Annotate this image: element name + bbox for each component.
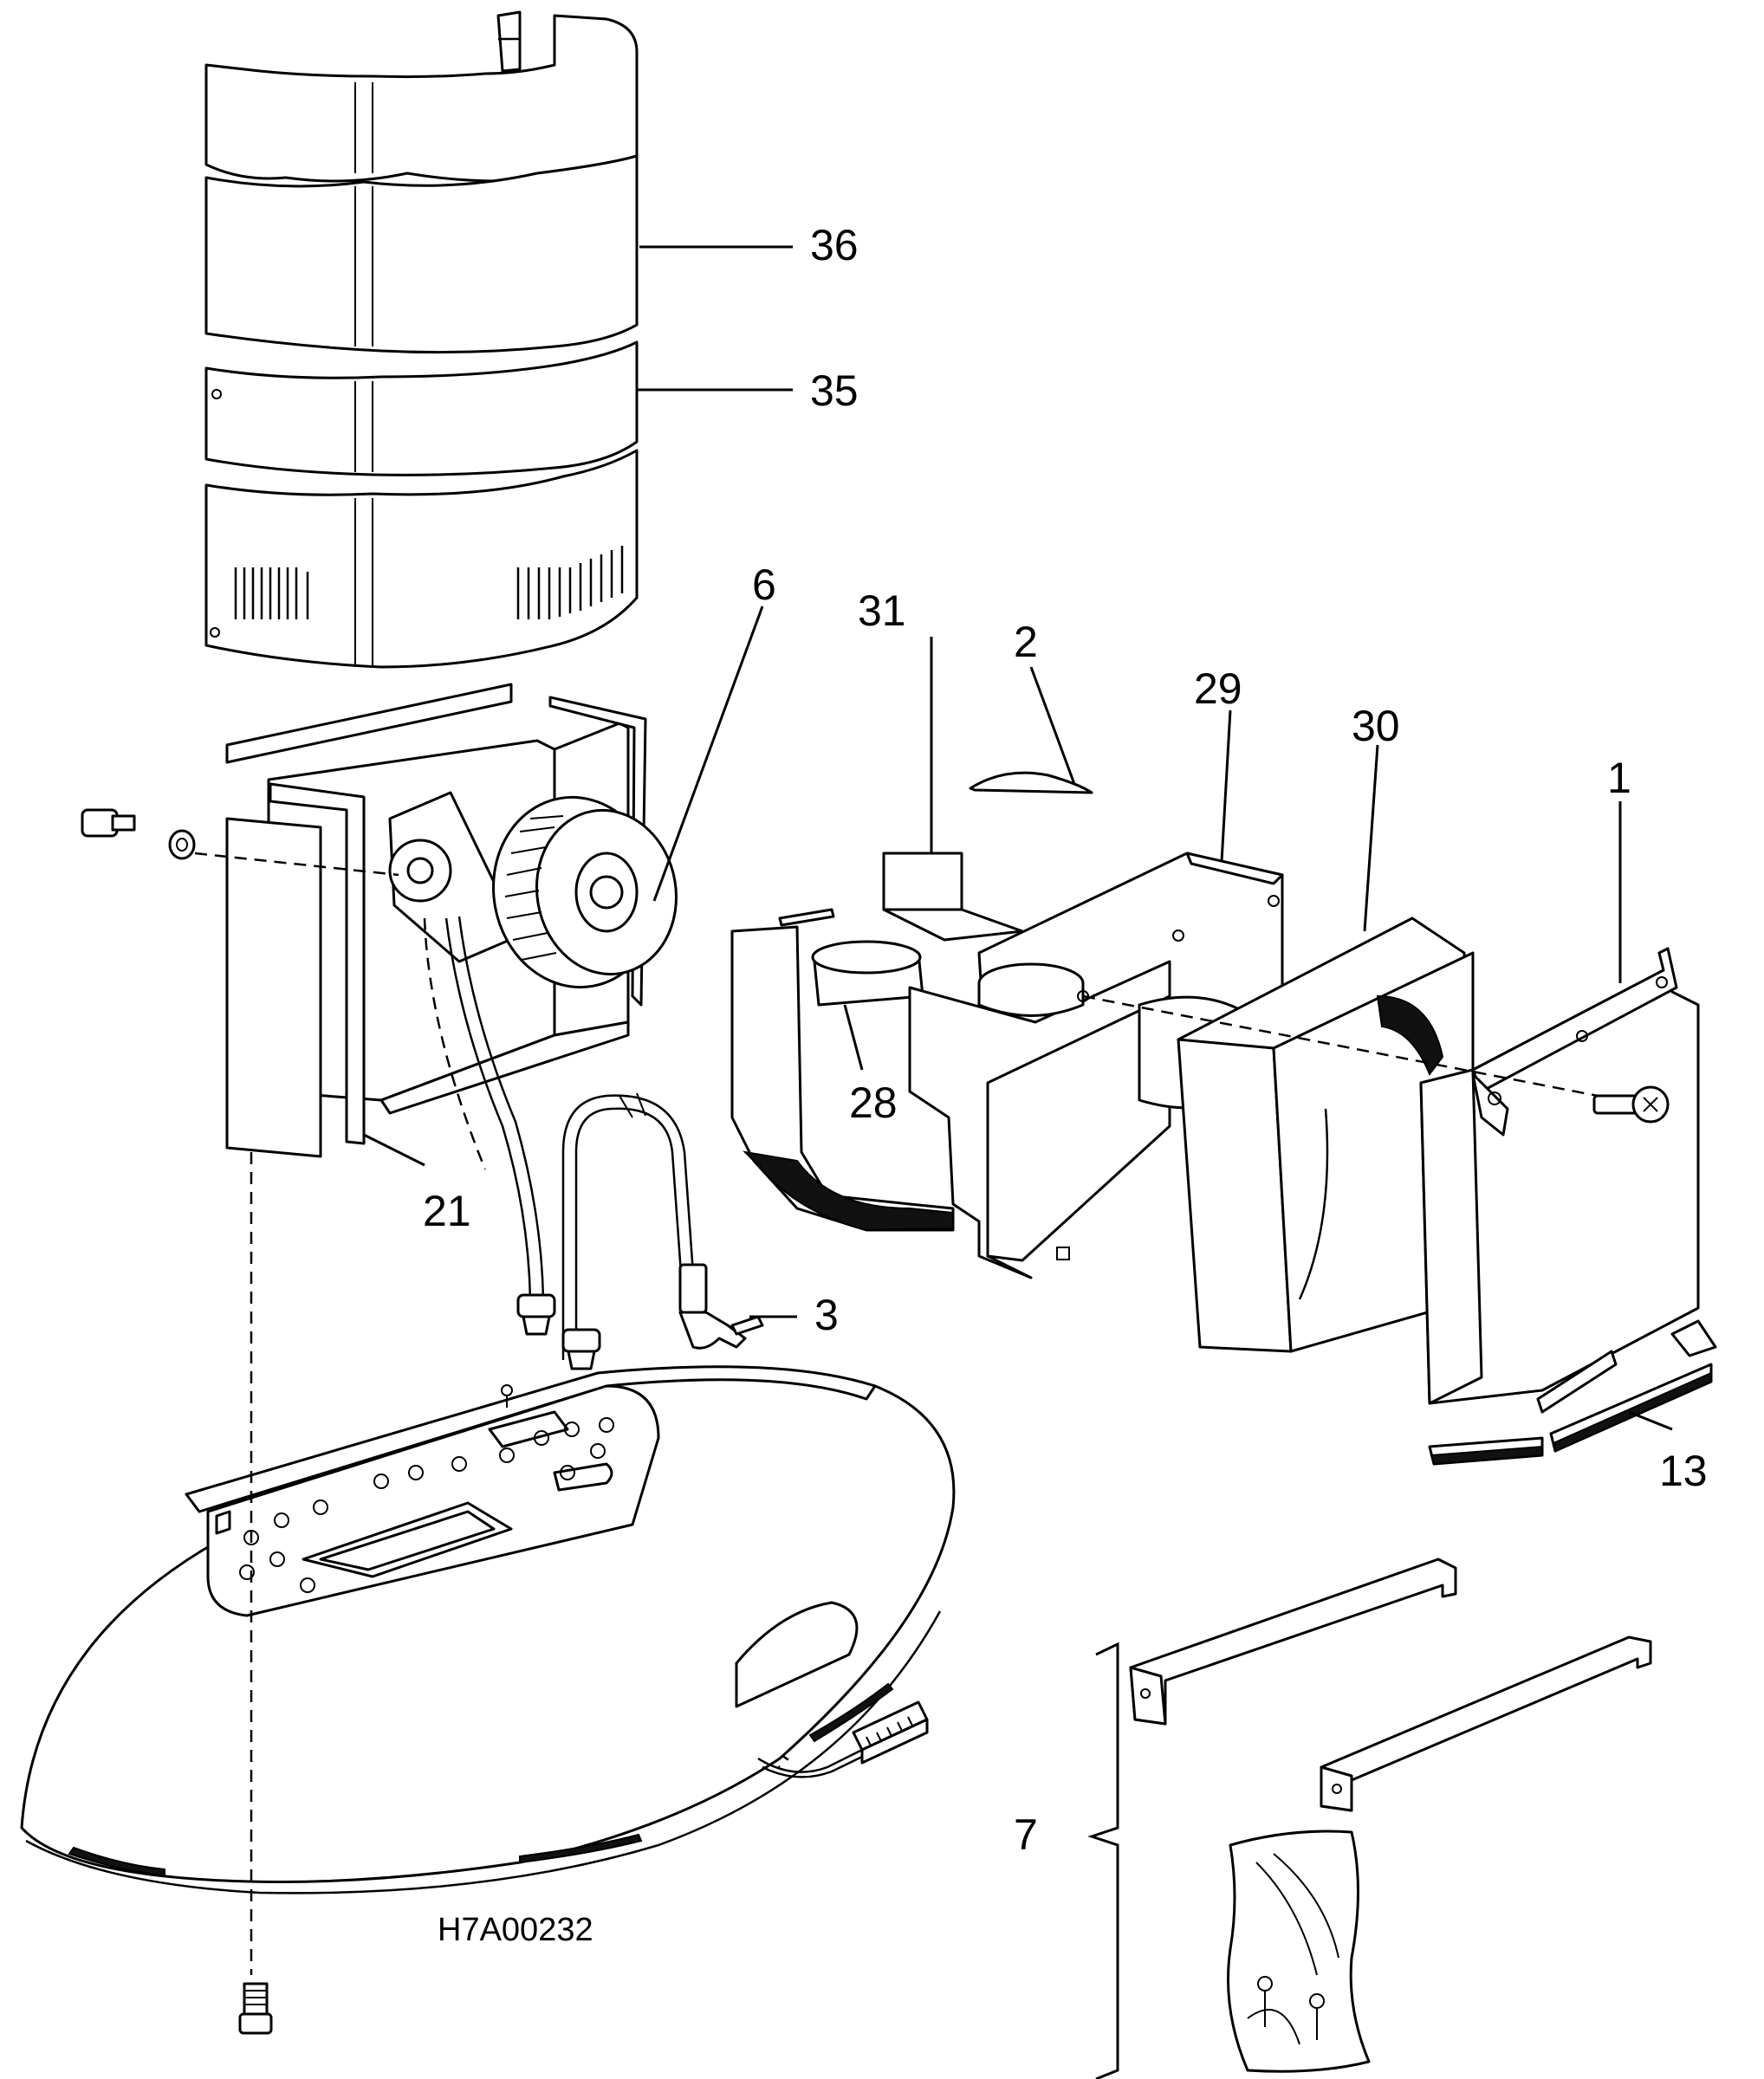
air-duct-28 bbox=[730, 925, 955, 1232]
callout-7: 7 bbox=[1014, 1810, 1038, 1859]
callout-28: 28 bbox=[849, 1078, 898, 1127]
duct-part-31 bbox=[778, 852, 1024, 942]
grease-filter-strips-13 bbox=[1428, 1319, 1717, 1466]
fan-wheel bbox=[492, 795, 678, 989]
motor-housing bbox=[225, 683, 647, 1115]
callout-13: 13 bbox=[1659, 1447, 1708, 1495]
cover-piece-2 bbox=[969, 771, 1093, 794]
callout-leaders bbox=[363, 245, 1673, 1431]
callout-36: 36 bbox=[810, 221, 859, 269]
chimney-lower-cover bbox=[204, 340, 639, 669]
chimney-upper-cover bbox=[204, 10, 639, 354]
callout-labels: 36 35 6 31 2 29 30 1 28 21 3 13 7 H7A002… bbox=[423, 221, 1708, 1948]
callout-31: 31 bbox=[858, 586, 906, 635]
callout-3: 3 bbox=[814, 1291, 839, 1339]
filter-screw bbox=[1592, 1085, 1670, 1124]
mounting-kit-7 bbox=[1087, 1558, 1652, 2079]
control-connector bbox=[757, 1700, 929, 1778]
power-cable-and-plug bbox=[561, 1092, 764, 1360]
bottom-bolt bbox=[238, 1152, 273, 2035]
callout-21: 21 bbox=[423, 1187, 471, 1235]
callout-6: 6 bbox=[752, 560, 776, 609]
callout-35: 35 bbox=[810, 366, 859, 415]
callout-29: 29 bbox=[1194, 664, 1242, 713]
screw-and-washer bbox=[81, 808, 399, 877]
callout-1: 1 bbox=[1607, 754, 1631, 802]
drawing-code: H7A00232 bbox=[438, 1912, 593, 1948]
front-panel-1 bbox=[1082, 947, 1700, 1405]
hood-canopy bbox=[20, 1365, 956, 1894]
callout-30: 30 bbox=[1352, 702, 1400, 750]
callout-2: 2 bbox=[1014, 618, 1038, 666]
side-panel-21 bbox=[225, 782, 366, 1158]
duct-cover-30 bbox=[1177, 916, 1475, 1353]
